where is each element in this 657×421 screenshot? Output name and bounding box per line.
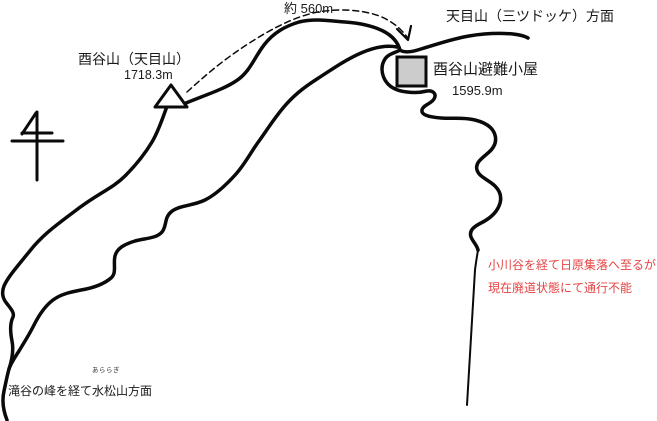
hut-elevation-label: 1595.9m	[452, 83, 503, 98]
trail-parallel-valley	[7, 44, 399, 371]
warning-line-2: 現在廃道状態にて通行不能	[488, 281, 633, 295]
direction-araragiyama-label: 滝谷の峰を経て水松山方面	[8, 384, 153, 398]
trail-hut-loop-descent	[380, 48, 503, 252]
north-arrow-icon	[10, 110, 65, 182]
peak-name-label: 酉谷山（天目山）	[78, 51, 190, 67]
peak-elevation-label: 1718.3m	[124, 68, 173, 82]
trail-abandoned-thin	[466, 249, 479, 406]
triangle-peak-icon	[153, 83, 189, 109]
warning-note: 小川谷を経て日原集落へ至るが 現在廃道状態にて通行不能	[488, 254, 656, 300]
furigana-araragi-label: あららぎ	[92, 367, 120, 374]
direction-tenmokuzan-label: 天目山（三ツドッケ）方面	[446, 8, 614, 24]
dashed-shortcut-line	[186, 9, 408, 93]
warning-line-1: 小川谷を経て日原集落へ至るが	[488, 258, 657, 272]
shortcut-distance-label: 約 560m	[284, 1, 334, 16]
dashed-arrow-icon	[395, 24, 413, 42]
hut-square-icon	[395, 55, 428, 88]
trail-main-ridge	[0, 18, 530, 421]
hut-name-label: 酉谷山避難小屋	[433, 61, 539, 78]
